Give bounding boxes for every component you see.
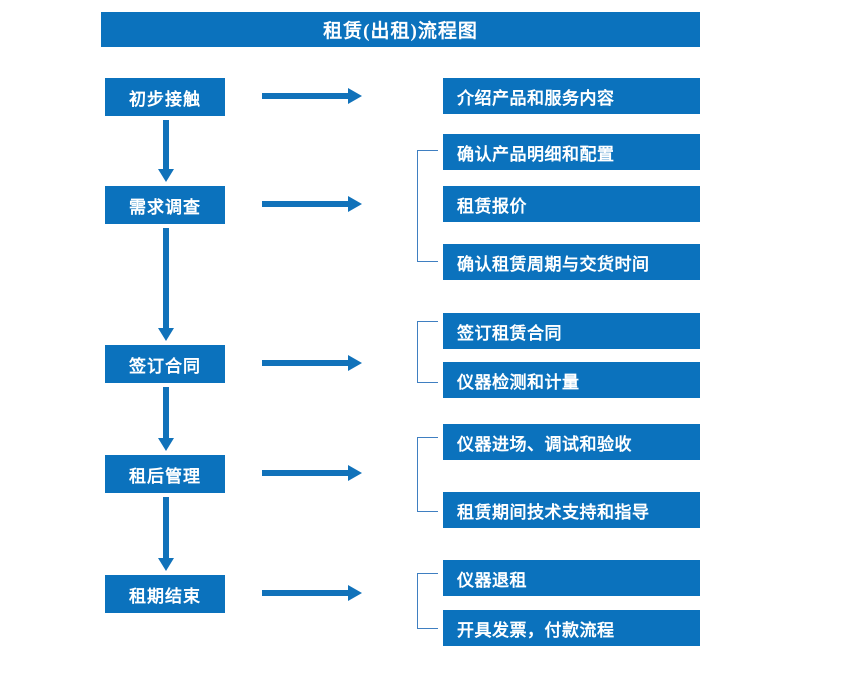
- bracket-demand-survey-group: [417, 150, 438, 262]
- arrow-head: [158, 558, 174, 571]
- arrow-shaft: [262, 590, 350, 596]
- detail-box-rental-quote[interactable]: 租赁报价: [443, 186, 700, 222]
- arrow-down-icon-contract-to-post: [158, 387, 174, 451]
- arrow-shaft: [163, 120, 169, 169]
- detail-box-introduce-products[interactable]: 介绍产品和服务内容: [443, 78, 700, 114]
- detail-box-instrument-return[interactable]: 仪器退租: [443, 560, 700, 596]
- arrow-head: [348, 355, 362, 371]
- stage-box-initial-contact[interactable]: 初步接触: [105, 78, 225, 116]
- arrow-down-icon-post-to-end: [158, 497, 174, 571]
- bracket-sign-contract-group: [417, 321, 438, 383]
- bracket-rental-end-group: [417, 573, 438, 629]
- detail-box-confirm-product-details[interactable]: 确认产品明细和配置: [443, 134, 700, 170]
- arrow-head: [158, 169, 174, 182]
- arrow-shaft: [262, 201, 350, 207]
- detail-box-instrument-entry-debug-acceptance[interactable]: 仪器进场、调试和验收: [443, 424, 700, 460]
- arrow-head: [158, 438, 174, 451]
- arrow-right-icon-rental-end: [262, 585, 362, 601]
- bracket-post-rental-group: [417, 437, 438, 512]
- arrow-right-icon-sign-contract: [262, 355, 362, 371]
- detail-box-technical-support[interactable]: 租赁期间技术支持和指导: [443, 492, 700, 528]
- arrow-shaft: [163, 497, 169, 558]
- arrow-head: [348, 196, 362, 212]
- arrow-shaft: [163, 228, 169, 328]
- arrow-head: [158, 328, 174, 341]
- detail-box-sign-rental-contract[interactable]: 签订租赁合同: [443, 313, 700, 349]
- detail-box-instrument-inspection[interactable]: 仪器检测和计量: [443, 362, 700, 398]
- stage-box-sign-contract[interactable]: 签订合同: [105, 345, 225, 383]
- stage-box-rental-end[interactable]: 租期结束: [105, 575, 225, 613]
- arrow-shaft: [163, 387, 169, 438]
- arrow-down-icon-contact-to-survey: [158, 120, 174, 182]
- arrow-shaft: [262, 93, 350, 99]
- arrow-head: [348, 465, 362, 481]
- arrow-right-icon-initial-contact: [262, 88, 362, 104]
- arrow-shaft: [262, 360, 350, 366]
- detail-box-confirm-period-delivery[interactable]: 确认租赁周期与交货时间: [443, 244, 700, 280]
- arrow-down-icon-survey-to-contract: [158, 228, 174, 341]
- page-title: 租赁(出租)流程图: [101, 12, 700, 47]
- arrow-head: [348, 585, 362, 601]
- arrow-shaft: [262, 470, 350, 476]
- detail-box-invoice-payment[interactable]: 开具发票，付款流程: [443, 610, 700, 646]
- stage-box-demand-survey[interactable]: 需求调查: [105, 186, 225, 224]
- arrow-head: [348, 88, 362, 104]
- stage-box-post-rental-management[interactable]: 租后管理: [105, 455, 225, 493]
- arrow-right-icon-post-rental: [262, 465, 362, 481]
- arrow-right-icon-demand-survey: [262, 196, 362, 212]
